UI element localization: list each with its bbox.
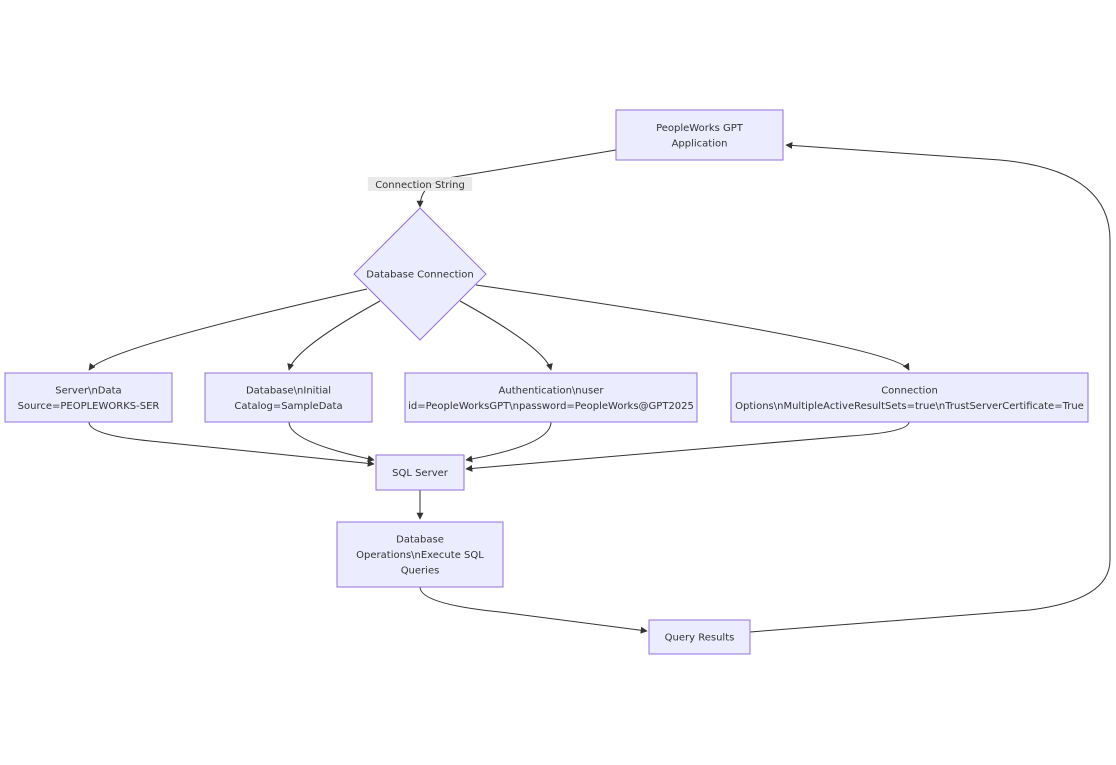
node-label-line: id=PeopleWorksGPT\npassword=PeopleWorks@… (408, 401, 694, 412)
edges-layer (88, 141, 1111, 634)
edge-label-text: Connection String (375, 180, 465, 191)
node-diamond (353, 207, 487, 341)
node-label-line: SQL Server (392, 468, 449, 479)
edge-path (475, 284, 910, 371)
edge-path (287, 300, 381, 371)
edge-db-connection-to-auth (459, 300, 553, 371)
edge-db-operations-to-query-results (419, 586, 648, 634)
edge-auth-to-sql-server (465, 421, 552, 463)
node-box (730, 372, 1089, 423)
node-conn-options[interactable]: ConnectionOptions\nMultipleActiveResultS… (730, 372, 1089, 423)
edge-query-results-to-app (749, 141, 1111, 633)
node-label-line: Database (396, 535, 444, 546)
node-box (4, 372, 173, 423)
node-label-line: Server\nData (55, 385, 121, 396)
edge-path (88, 288, 368, 371)
node-query-results[interactable]: Query Results (648, 619, 751, 655)
edge-path (465, 421, 552, 463)
node-label-line: Database\nInitial (246, 385, 331, 396)
edge-conn-options-to-sql-server (465, 421, 910, 472)
node-label-line: Database Connection (366, 270, 473, 281)
edge-path (465, 421, 910, 472)
node-label-line: Source=PEOPLEWORKS-SER (18, 401, 160, 412)
node-app[interactable]: PeopleWorks GPT Application (615, 109, 784, 161)
node-box (615, 109, 784, 161)
node-label-line: Queries (401, 566, 440, 577)
edge-path (288, 421, 375, 463)
edge-database-to-sql-server (288, 421, 375, 463)
node-auth[interactable]: Authentication\nuser id=PeopleWorksGPT\np… (404, 372, 698, 423)
node-label-line: Connection (881, 385, 938, 396)
node-sql-server[interactable]: SQL Server (375, 454, 465, 491)
node-label-line: Application (672, 138, 728, 149)
edge-labels-layer: Connection String (367, 177, 473, 191)
edge-path (419, 586, 648, 634)
edge-server-to-sql-server (88, 421, 375, 467)
node-label-line: PeopleWorks GPT (656, 123, 744, 134)
node-box (375, 454, 465, 491)
edge-db-connection-to-server (88, 288, 368, 371)
edge-path (749, 141, 1111, 633)
edge-db-connection-to-database (287, 300, 381, 371)
node-box (404, 372, 698, 423)
node-label-line: Catalog=SampleData (234, 401, 342, 412)
edge-path (88, 421, 375, 467)
node-box (204, 372, 373, 423)
edge-label: Connection String (367, 177, 473, 191)
node-box (648, 619, 751, 655)
node-label-line: Operations\nExecute SQL (356, 550, 484, 561)
node-label-line: Authentication\nuser (499, 385, 605, 396)
node-db-connection[interactable]: Database Connection (353, 207, 487, 341)
node-label-line: Options\nMultipleActiveResultSets=true\n… (735, 401, 1084, 412)
edge-path (459, 300, 553, 371)
edge-db-connection-to-conn-options (475, 284, 910, 371)
edge-label-bg (367, 177, 473, 191)
node-label-line: Query Results (665, 633, 735, 644)
node-box (336, 521, 504, 588)
